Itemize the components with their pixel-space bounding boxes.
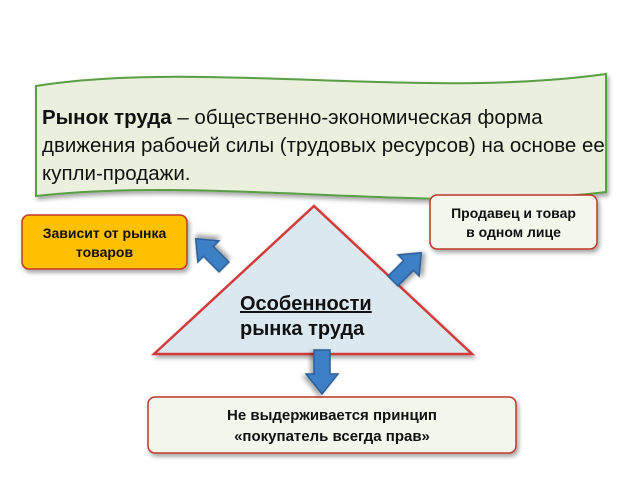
definition-term: Рынок труда	[42, 106, 172, 129]
right-box-label: Продавец и товар в одном лице	[430, 204, 597, 242]
arrow-up-right-icon	[386, 251, 423, 288]
right-box-line2: в одном лице	[466, 224, 561, 240]
center-label-line1: Особенности	[240, 293, 372, 315]
bottom-box-line1: Не выдерживается принцип	[227, 407, 437, 424]
left-box	[21, 214, 188, 270]
definition-text: Рынок труда – общественно-экономическая …	[42, 104, 612, 188]
bottom-box-line2: «покупатель всегда прав»	[234, 428, 430, 445]
left-box-line2: товаров	[75, 244, 134, 260]
arrow-down-icon	[304, 349, 340, 396]
right-box	[429, 194, 598, 250]
left-box-label: Зависит от рынка товаров	[22, 224, 187, 262]
arrow-up-left-icon	[194, 237, 231, 274]
definition-body: – общественно-экономическая форма движен…	[42, 106, 605, 185]
bottom-box	[147, 396, 517, 454]
center-label: Особенности рынка труда	[240, 292, 372, 342]
center-label-line2: рынка труда	[240, 318, 365, 340]
definition-banner	[35, 72, 607, 201]
bottom-box-label: Не выдерживается принцип «покупатель все…	[148, 405, 516, 447]
left-box-line1: Зависит от рынка	[42, 225, 167, 241]
right-box-line1: Продавец и товар	[451, 205, 576, 221]
